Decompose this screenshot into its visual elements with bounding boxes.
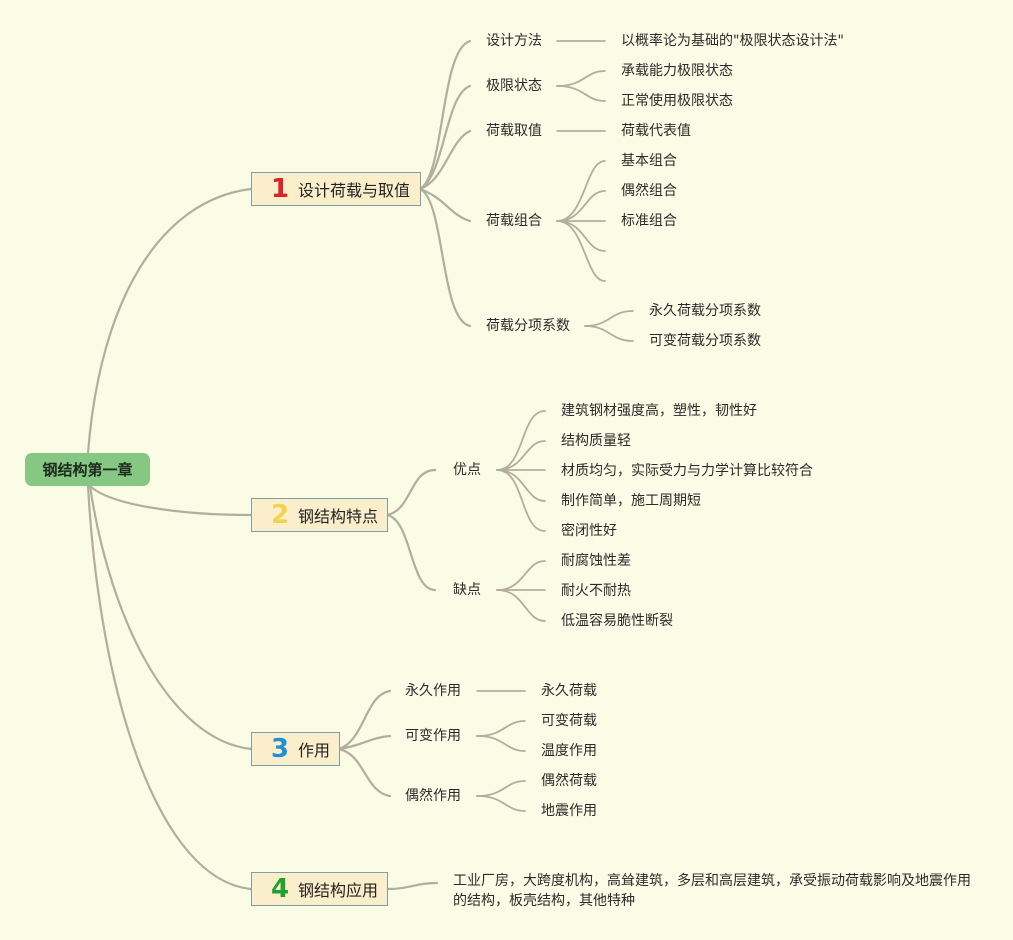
branch-label: 作用: [298, 741, 331, 760]
node-permanent-action[interactable]: 永久作用: [405, 683, 461, 699]
leaf-serviceability-limit-state[interactable]: 正常使用极限状态: [621, 93, 733, 109]
connector-var-l1: [476, 720, 526, 737]
connector-c4-l5: [556, 220, 606, 282]
branch-node-actions[interactable]: 3 作用: [251, 732, 340, 766]
number-four-icon: 4: [270, 874, 290, 904]
connector-c4-l2: [556, 190, 606, 222]
connector-b1-c3: [418, 129, 472, 191]
connector-b3-c1: [337, 689, 392, 751]
connector-b2-c2: [385, 513, 437, 592]
leaf-representative-load[interactable]: 荷载代表值: [621, 123, 691, 139]
leaf-permanent-load[interactable]: 永久荷载: [541, 683, 597, 699]
connector-c4-l4: [556, 220, 606, 252]
branch-label: 设计荷载与取值: [298, 181, 411, 200]
node-applications-text[interactable]: 工业厂房，大跨度机构，高耸建筑，多层和高层建筑，承受振动荷载影响及地震作用的结构…: [453, 873, 971, 909]
branch-node-steel-features[interactable]: 2 钢结构特点: [251, 498, 388, 532]
leaf-simple-fabrication[interactable]: 制作简单，施工周期短: [561, 493, 701, 509]
leaf-light-weight[interactable]: 结构质量轻: [561, 433, 631, 449]
node-disadvantages[interactable]: 缺点: [453, 582, 481, 598]
connector-b1-c2: [418, 84, 472, 191]
leaf-standard-combination[interactable]: 标准组合: [621, 213, 677, 229]
root-node[interactable]: 钢结构第一章: [25, 453, 150, 486]
leaf-poor-corrosion[interactable]: 耐腐蚀性差: [561, 553, 631, 569]
leaf-high-strength[interactable]: 建筑钢材强度高，塑性，韧性好: [561, 403, 757, 419]
number-two-icon: 2: [270, 500, 290, 530]
connector-b1-c5: [418, 187, 472, 328]
number-one-icon: 1: [270, 174, 290, 204]
branch-node-design-loads[interactable]: 1 设计荷载与取值: [251, 172, 421, 206]
connector-b3-c3: [337, 747, 392, 798]
connector-root-b4: [86, 484, 253, 891]
leaf-basic-combination[interactable]: 基本组合: [621, 153, 677, 169]
leaf-uniform-material[interactable]: 材质均匀，实际受力与力学计算比较符合: [561, 463, 813, 479]
node-load-values[interactable]: 荷载取值: [486, 123, 542, 139]
connector-b3-c2: [337, 734, 392, 751]
branch-label: 钢结构应用: [298, 881, 379, 900]
leaf-permanent-partial-factor[interactable]: 永久荷载分项系数: [649, 303, 761, 319]
leaf-good-sealing[interactable]: 密闭性好: [561, 523, 617, 539]
leaf-accidental-load[interactable]: 偶然荷载: [541, 773, 597, 789]
connector-root-b2: [88, 484, 253, 517]
connector-c2-l1: [556, 70, 606, 87]
node-variable-action[interactable]: 可变作用: [405, 728, 461, 744]
connector-b1-c4: [418, 187, 472, 223]
connector-b2-c1: [385, 468, 437, 517]
leaf-limit-state-design[interactable]: 以概率论为基础的"极限状态设计法": [621, 33, 844, 49]
connector-c5-l1: [584, 310, 634, 327]
node-design-method[interactable]: 设计方法: [486, 33, 542, 49]
leaf-accidental-combination[interactable]: 偶然组合: [621, 183, 677, 199]
leaf-brittle-fracture[interactable]: 低温容易脆性断裂: [561, 613, 673, 629]
connector-acc-l1: [476, 780, 526, 797]
node-advantages[interactable]: 优点: [453, 462, 481, 478]
node-load-combination[interactable]: 荷载组合: [486, 213, 542, 229]
connector-con-l3: [496, 589, 546, 622]
connector-con-l1: [496, 560, 546, 591]
node-partial-factor[interactable]: 荷载分项系数: [486, 318, 570, 334]
connector-c5-l2: [584, 325, 634, 342]
leaf-variable-partial-factor[interactable]: 可变荷载分项系数: [649, 333, 761, 349]
node-accidental-action[interactable]: 偶然作用: [405, 788, 461, 804]
node-limit-state[interactable]: 极限状态: [486, 78, 542, 94]
connector-root-b3: [88, 484, 253, 751]
leaf-earthquake-action[interactable]: 地震作用: [541, 803, 597, 819]
connector-root-b1: [86, 187, 253, 455]
connector-var-l2: [476, 735, 526, 752]
connector-c4-l1: [556, 160, 606, 222]
leaf-poor-fire-resistance[interactable]: 耐火不耐热: [561, 583, 631, 599]
connector-c2-l2: [556, 85, 606, 102]
connector-b1-c1: [418, 39, 472, 191]
connector-b4-text: [385, 881, 439, 891]
number-three-icon: 3: [270, 734, 290, 764]
connector-pro-l5: [496, 469, 546, 532]
leaf-variable-load[interactable]: 可变荷载: [541, 713, 597, 729]
leaf-temperature-action[interactable]: 温度作用: [541, 743, 597, 759]
branch-label: 钢结构特点: [298, 507, 379, 526]
leaf-ultimate-limit-state[interactable]: 承载能力极限状态: [621, 63, 733, 79]
connector-pro-l1: [496, 410, 546, 471]
connector-acc-l2: [476, 795, 526, 812]
branch-node-steel-applications[interactable]: 4 钢结构应用: [251, 872, 388, 906]
